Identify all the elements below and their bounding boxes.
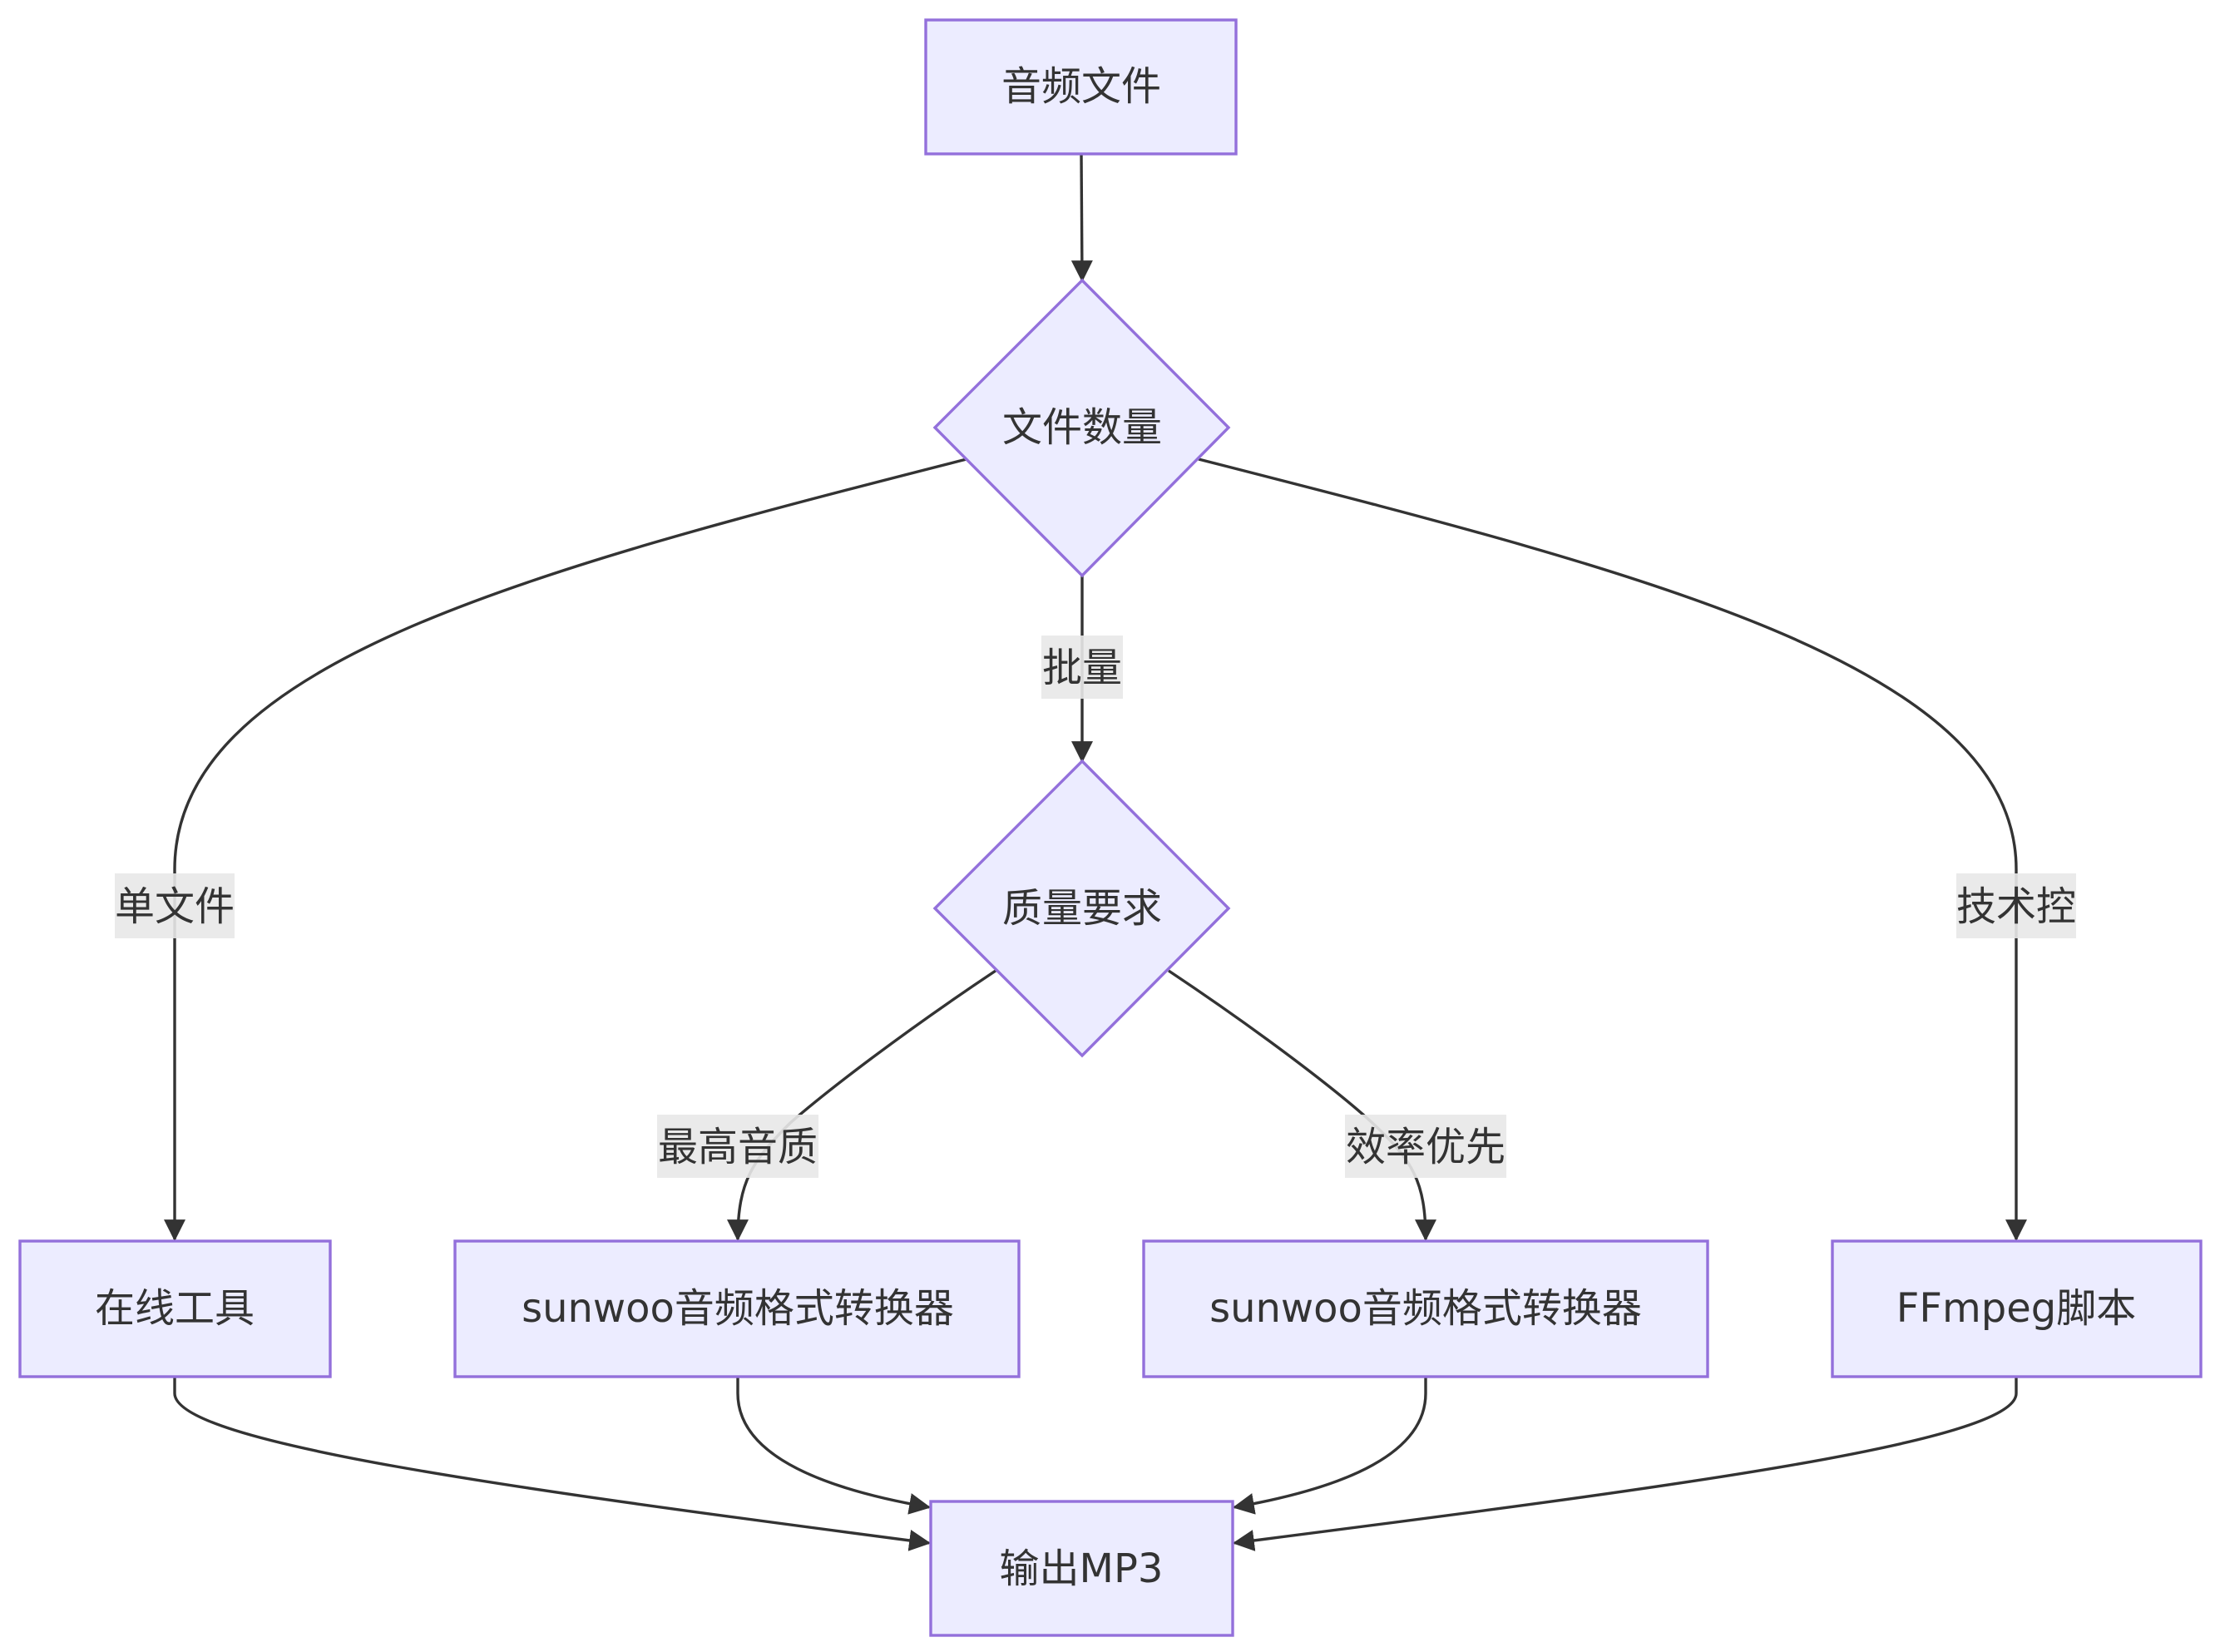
svg-text:FFmpeg脚本: FFmpeg脚本 xyxy=(1896,1285,2136,1332)
node-ffmpeg-script: FFmpeg脚本 xyxy=(1831,1239,2203,1378)
edge-best-to-output xyxy=(736,1377,932,1515)
svg-text:技术控: 技术控 xyxy=(1956,883,2076,930)
svg-text:最高音质: 最高音质 xyxy=(658,1124,818,1170)
node-online-tool: 在线工具 xyxy=(18,1239,332,1378)
edge-label-tech: 技术控 xyxy=(1956,873,2076,938)
svg-text:sunwoo音频格式转换器: sunwoo音频格式转换器 xyxy=(1209,1285,1642,1332)
edge-labels: 单文件 批量 技术控 最高音质 效率优先 xyxy=(115,636,2076,1178)
node-sunwoo-fast: sunwoo音频格式转换器 xyxy=(1142,1239,1709,1378)
svg-text:质量要求: 质量要求 xyxy=(1002,885,1162,932)
edge-count-to-online xyxy=(164,458,967,1242)
node-sunwoo-best: sunwoo音频格式转换器 xyxy=(453,1239,1021,1378)
edge-label-batch: 批量 xyxy=(1041,636,1123,699)
edge-quality-to-fast xyxy=(1168,969,1436,1242)
edge-label-efficiency: 效率优先 xyxy=(1345,1115,1506,1178)
edge-fast-to-output xyxy=(1232,1377,1427,1515)
edge-label-best-quality: 最高音质 xyxy=(657,1115,818,1178)
svg-text:sunwoo音频格式转换器: sunwoo音频格式转换器 xyxy=(522,1285,954,1332)
svg-text:单文件: 单文件 xyxy=(115,883,235,930)
edge-online-to-output xyxy=(173,1377,932,1551)
node-output-mp3: 输出MP3 xyxy=(929,1500,1234,1637)
node-quality-decision: 质量要求 xyxy=(932,759,1231,1058)
svg-text:批量: 批量 xyxy=(1042,645,1122,691)
edge-label-single: 单文件 xyxy=(115,873,235,938)
edge-audio-to-count xyxy=(1070,153,1093,283)
svg-text:音频文件: 音频文件 xyxy=(1001,63,1161,110)
svg-text:效率优先: 效率优先 xyxy=(1346,1124,1506,1170)
edge-count-to-ffmpeg xyxy=(1198,458,2027,1242)
nodes: 音频文件 文件数量 质量要求 在线工具 sunwoo音频格式转换器 sunwoo… xyxy=(18,18,2203,1637)
svg-text:文件数量: 文件数量 xyxy=(1002,404,1162,451)
node-file-count-decision: 文件数量 xyxy=(932,278,1231,578)
node-audio-file: 音频文件 xyxy=(924,18,1238,156)
edge-ffmpeg-to-output xyxy=(1232,1377,2018,1551)
svg-text:在线工具: 在线工具 xyxy=(95,1285,255,1332)
svg-text:输出MP3: 输出MP3 xyxy=(1000,1546,1164,1592)
edge-quality-to-best xyxy=(727,969,996,1242)
